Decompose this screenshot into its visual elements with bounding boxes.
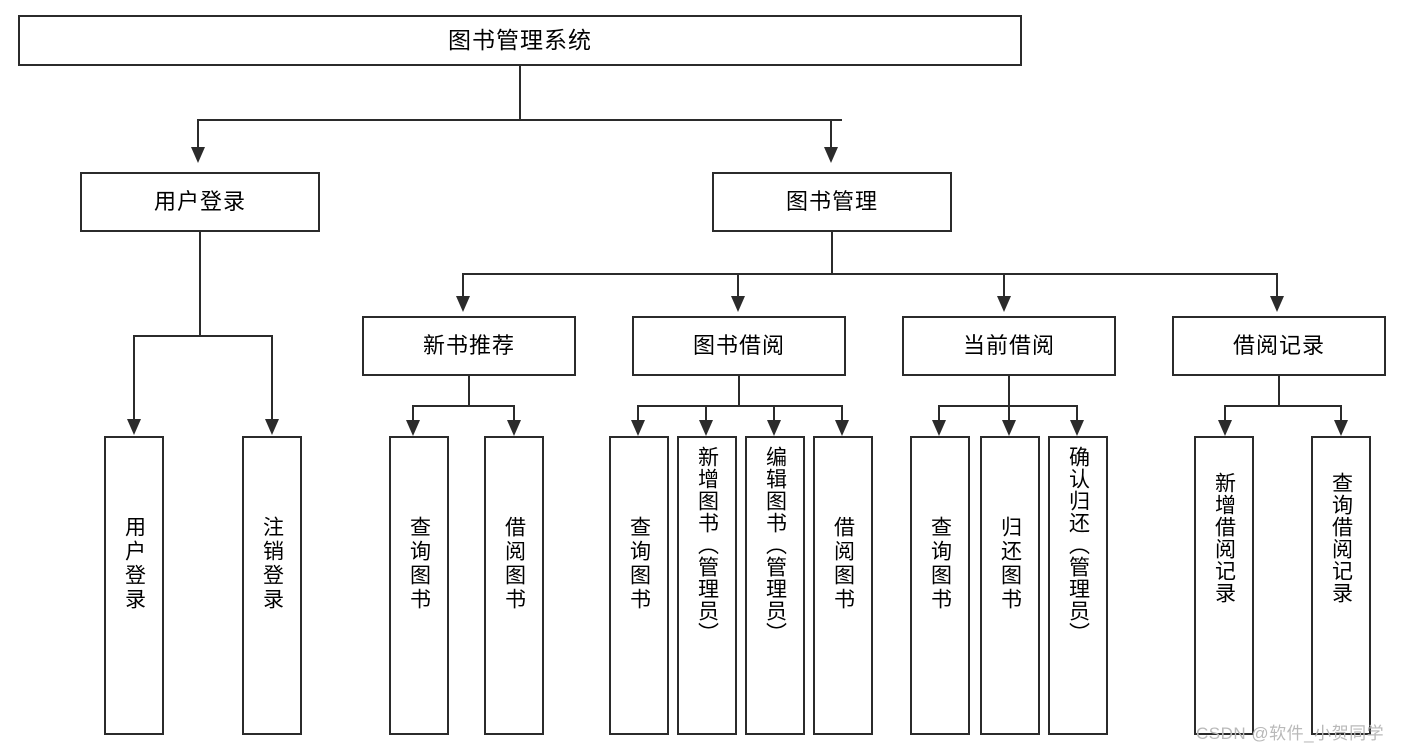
connector-user-login-stem xyxy=(199,232,201,336)
arrow-to-leaf-query-record xyxy=(1334,420,1348,436)
connector-bm-drop-2 xyxy=(737,273,739,296)
arrow-to-leaf-query-book-2 xyxy=(631,420,645,436)
connector-root-drop-left xyxy=(197,119,199,147)
leaf-query-record[interactable]: 查询借阅记录 xyxy=(1311,436,1371,735)
arrow-to-leaf-add-record xyxy=(1218,420,1232,436)
leaf-query-book-3-label: 查询图书 xyxy=(928,516,952,612)
leaf-query-record-label: 查询借阅记录 xyxy=(1329,472,1353,604)
connector-user-login-drop-2 xyxy=(271,335,273,419)
connector-nbr-drop-1 xyxy=(412,405,414,420)
leaf-logout[interactable]: 注销登录 xyxy=(242,436,302,735)
arrow-to-leaf-query-book-1 xyxy=(406,420,420,436)
connector-bm-drop-1 xyxy=(462,273,464,296)
node-borrow-record[interactable]: 借阅记录 xyxy=(1172,316,1386,376)
node-book-borrow-label: 图书借阅 xyxy=(692,333,785,359)
connector-bm-drop-3 xyxy=(1003,273,1005,296)
connector-root-stem xyxy=(519,66,521,120)
node-new-book-rec[interactable]: 新书推荐 xyxy=(362,316,576,376)
node-borrow-record-label: 借阅记录 xyxy=(1232,333,1325,359)
arrow-to-leaf-user-login xyxy=(127,419,141,435)
leaf-edit-book[interactable]: 编辑图书（管理员） xyxy=(745,436,805,735)
arrow-to-leaf-logout xyxy=(265,419,279,435)
leaf-user-login[interactable]: 用户登录 xyxy=(104,436,164,735)
node-user-login-label: 用户登录 xyxy=(153,189,246,215)
arrow-to-leaf-return-book xyxy=(1002,420,1016,436)
connector-nbr-drop-2 xyxy=(513,405,515,420)
arrow-to-leaf-edit-book xyxy=(767,420,781,436)
node-root[interactable]: 图书管理系统 xyxy=(18,15,1022,66)
node-book-manage[interactable]: 图书管理 xyxy=(712,172,952,232)
connector-cb-drop-3 xyxy=(1076,405,1078,420)
leaf-confirm-return-label: 确认归还（管理员） xyxy=(1066,446,1090,644)
arrow-to-book-borrow xyxy=(731,296,745,312)
arrow-to-book-manage xyxy=(824,147,838,163)
arrow-to-leaf-add-book xyxy=(699,420,713,436)
csdn-watermark: CSDN @软件_小贺同学 xyxy=(1196,724,1385,743)
connector-root-bar xyxy=(197,119,842,121)
leaf-edit-book-label: 编辑图书（管理员） xyxy=(763,446,787,644)
connector-bm-drop-4 xyxy=(1276,273,1278,296)
leaf-query-book-2-label: 查询图书 xyxy=(627,516,651,612)
arrow-to-leaf-confirm-return xyxy=(1070,420,1084,436)
node-root-label: 图书管理系统 xyxy=(448,27,592,54)
leaf-borrow-book-1[interactable]: 借阅图书 xyxy=(484,436,544,735)
connector-cb-drop-2 xyxy=(1008,405,1010,420)
leaf-return-book-label: 归还图书 xyxy=(998,516,1022,612)
leaf-return-book[interactable]: 归还图书 xyxy=(980,436,1040,735)
connector-bb-bar xyxy=(637,405,843,407)
leaf-user-login-label: 用户登录 xyxy=(122,516,146,612)
connector-br-drop-2 xyxy=(1340,405,1342,420)
leaf-query-book-2[interactable]: 查询图书 xyxy=(609,436,669,735)
connector-bb-stem xyxy=(738,376,740,406)
leaf-query-book-3[interactable]: 查询图书 xyxy=(910,436,970,735)
arrow-to-leaf-borrow-book-2 xyxy=(835,420,849,436)
node-user-login[interactable]: 用户登录 xyxy=(80,172,320,232)
connector-bb-drop-3 xyxy=(773,405,775,420)
connector-nbr-stem xyxy=(468,376,470,406)
connector-root-drop-right xyxy=(830,119,832,147)
connector-cb-stem xyxy=(1008,376,1010,406)
connector-bb-drop-2 xyxy=(705,405,707,420)
node-book-manage-label: 图书管理 xyxy=(785,189,878,215)
connector-br-stem xyxy=(1278,376,1280,406)
node-book-borrow[interactable]: 图书借阅 xyxy=(632,316,846,376)
leaf-add-book-label: 新增图书（管理员） xyxy=(695,446,719,644)
leaf-query-book-1-label: 查询图书 xyxy=(407,516,431,612)
connector-bb-drop-4 xyxy=(841,405,843,420)
node-current-borrow[interactable]: 当前借阅 xyxy=(902,316,1116,376)
leaf-borrow-book-1-label: 借阅图书 xyxy=(502,516,526,612)
connector-cb-drop-1 xyxy=(938,405,940,420)
leaf-add-book[interactable]: 新增图书（管理员） xyxy=(677,436,737,735)
leaf-borrow-book-2-label: 借阅图书 xyxy=(831,516,855,612)
leaf-logout-label: 注销登录 xyxy=(260,516,284,612)
connector-br-drop-1 xyxy=(1224,405,1226,420)
arrow-to-new-book-rec xyxy=(456,296,470,312)
arrow-to-borrow-record xyxy=(1270,296,1284,312)
arrow-to-leaf-query-book-3 xyxy=(932,420,946,436)
connector-user-login-drop-1 xyxy=(133,335,135,419)
connector-user-login-bar xyxy=(133,335,271,337)
arrow-to-current-borrow xyxy=(997,296,1011,312)
arrow-to-leaf-borrow-book-1 xyxy=(507,420,521,436)
node-new-book-rec-label: 新书推荐 xyxy=(422,333,515,359)
connector-br-bar xyxy=(1224,405,1342,407)
leaf-add-record[interactable]: 新增借阅记录 xyxy=(1194,436,1254,735)
leaf-confirm-return[interactable]: 确认归还（管理员） xyxy=(1048,436,1108,735)
connector-nbr-bar xyxy=(412,405,515,407)
connector-book-manage-bar xyxy=(462,273,1278,275)
leaf-query-book-1[interactable]: 查询图书 xyxy=(389,436,449,735)
leaf-borrow-book-2[interactable]: 借阅图书 xyxy=(813,436,873,735)
arrow-to-user-login xyxy=(191,147,205,163)
node-current-borrow-label: 当前借阅 xyxy=(962,333,1055,359)
leaf-add-record-label: 新增借阅记录 xyxy=(1212,472,1236,604)
connector-bb-drop-1 xyxy=(637,405,639,420)
connector-book-manage-stem xyxy=(831,232,833,274)
